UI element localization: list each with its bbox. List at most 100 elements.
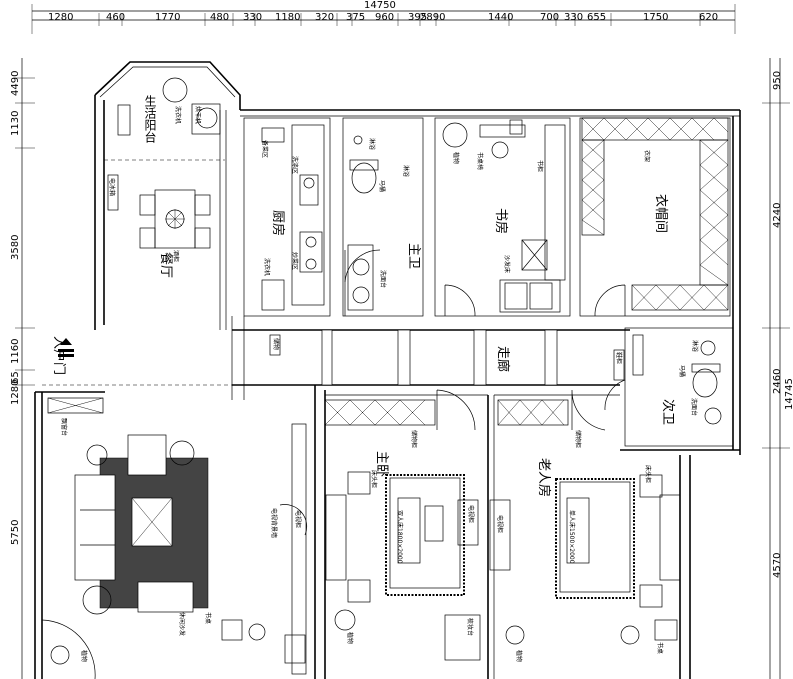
wardrobe-cabinets: [581, 117, 729, 311]
exterior-walls: [34, 61, 741, 679]
label-elder-bedside: 床头柜: [644, 465, 652, 483]
top-dim-6: 1180: [275, 12, 300, 23]
label-master-bed: 双人床1800×2000: [396, 510, 404, 564]
room-corridor: 走廊: [495, 346, 511, 372]
label-master-plant: 植物: [346, 632, 354, 644]
pillar-3: [473, 329, 487, 386]
master-bedroom-furniture: [324, 399, 481, 661]
top-dim-14: 330: [564, 12, 583, 23]
label-shower-room: 淋浴: [402, 165, 410, 177]
total-right-dimension: 14745: [784, 378, 793, 410]
label-fridge: 电冰箱: [108, 178, 116, 196]
top-dim-10: 395: [408, 12, 427, 23]
label-wine-cabinet: 酒柜: [172, 250, 180, 262]
kitchen-fixtures: [261, 124, 325, 311]
label-elder-desk: 书桌: [656, 642, 664, 654]
top-dim-12: 1440: [488, 12, 513, 23]
label-chair: 书桌椅: [476, 152, 484, 170]
balcony-furniture: [117, 77, 221, 136]
label-guest-toilet: 马桶: [678, 365, 686, 377]
left-dim-7: 5750: [10, 520, 21, 545]
label-wash: 洗涤区: [291, 156, 299, 174]
label-washer: 洗衣机: [174, 106, 182, 124]
label-clothes-rack: 衣架: [643, 150, 651, 162]
left-dim-4: 1160: [10, 339, 21, 364]
label-sofa-bed: 沙发床: [503, 255, 511, 273]
interior-walls: [42, 110, 734, 679]
corridor-fixtures: [269, 334, 625, 381]
label-master-storage: 储物柜: [410, 430, 418, 448]
top-dim-8: 375: [346, 12, 365, 23]
top-dimension-line: [31, 4, 736, 34]
label-guest-vanity: 洗面台: [690, 398, 698, 416]
label-bookcase: 书柜: [536, 160, 544, 172]
main-bath-fixtures: [347, 135, 379, 311]
label-elder-storage: 储物柜: [574, 430, 582, 448]
right-dimension-line: [762, 58, 790, 679]
pillar-1: [321, 329, 333, 386]
elder-room-furniture: [489, 399, 681, 645]
top-dim-9: 960: [375, 12, 394, 23]
label-master-dresser: 梳妆台: [466, 618, 474, 636]
top-dim-17: 620: [699, 12, 718, 23]
top-dim-5: 330: [243, 12, 262, 23]
label-dryer: 烘干机: [194, 106, 202, 124]
room-study: 书房: [493, 208, 509, 234]
room-wardrobe: 衣帽间: [653, 194, 669, 233]
label-guest-shower: 淋浴: [691, 340, 699, 352]
top-dim-2: 460: [106, 12, 125, 23]
right-dim-1: 950: [772, 71, 783, 90]
room-guest-bath: 次卫: [660, 399, 676, 425]
label-tv-cabinet: 电视柜: [294, 510, 302, 528]
top-dim-3: 1770: [155, 12, 180, 23]
label-shower: 淋浴: [368, 138, 376, 150]
label-master-bedside: 床头柜: [370, 470, 378, 488]
label-living-curtain: 飘窗台: [60, 418, 68, 436]
label-plant-study: 植物: [452, 152, 460, 164]
label-corridor-storage: 储物: [272, 338, 280, 350]
label-vanity: 洗面台: [379, 270, 387, 288]
room-life-balcony: 生活阳台: [143, 95, 157, 143]
label-kitchen-washer: 洗衣机: [263, 258, 271, 276]
top-dim-16: 1750: [643, 12, 668, 23]
label-living-book-table: 书桌: [204, 612, 212, 624]
study-fixtures: [442, 119, 566, 313]
label-elder-bed: 单人床1500×2000: [568, 510, 576, 564]
top-dim-13: 700: [540, 12, 559, 23]
label-leisure-chair: 休闲沙发: [178, 612, 186, 636]
entrance-marker: [58, 338, 74, 357]
living-room: [47, 397, 308, 675]
label-toilet: 马桶: [378, 180, 386, 192]
pillar-2: [397, 329, 411, 386]
room-entrance: 入户门: [51, 336, 67, 375]
left-dim-6: 1280: [10, 380, 21, 405]
armchair-top: [127, 434, 167, 476]
sofa: [74, 474, 116, 581]
label-prep: 备菜区: [261, 140, 269, 158]
top-dimension-labels: 1280 460 1770 480 330 1180 320 375 960 3…: [48, 12, 718, 23]
guest-bath-fixtures: [632, 334, 722, 425]
label-elder-tv: 电视柜: [496, 515, 504, 533]
room-dining: 餐厅: [158, 252, 174, 278]
room-kitchen: 厨房: [270, 210, 286, 236]
doors: [41, 249, 626, 679]
total-top-dimension: 14750: [364, 0, 396, 11]
dining-table: [107, 174, 211, 249]
left-dimension-line: [15, 58, 35, 679]
left-dim-3: 3580: [10, 235, 21, 260]
room-master-bed: 主卧: [374, 451, 389, 477]
label-shoe-cabinet: 鞋柜: [615, 352, 623, 364]
label-cook: 炒菜区: [291, 252, 299, 270]
top-dim-1: 1280: [48, 12, 73, 23]
leisure-chair: [137, 581, 194, 613]
room-elder: 老人房: [536, 458, 552, 497]
top-dim-11: 2890: [420, 12, 445, 23]
room-main-bath: 主卫: [406, 243, 421, 269]
pillar-4: [544, 329, 558, 386]
left-dim-1: 4490: [10, 71, 21, 96]
label-tv-wall: 电视背景墙: [270, 508, 278, 538]
left-dim-5: 65: [10, 371, 21, 384]
left-dim-2: 1130: [10, 111, 21, 136]
label-elder-plant: 植物: [515, 650, 523, 662]
label-living-plant: 植物: [80, 650, 88, 662]
